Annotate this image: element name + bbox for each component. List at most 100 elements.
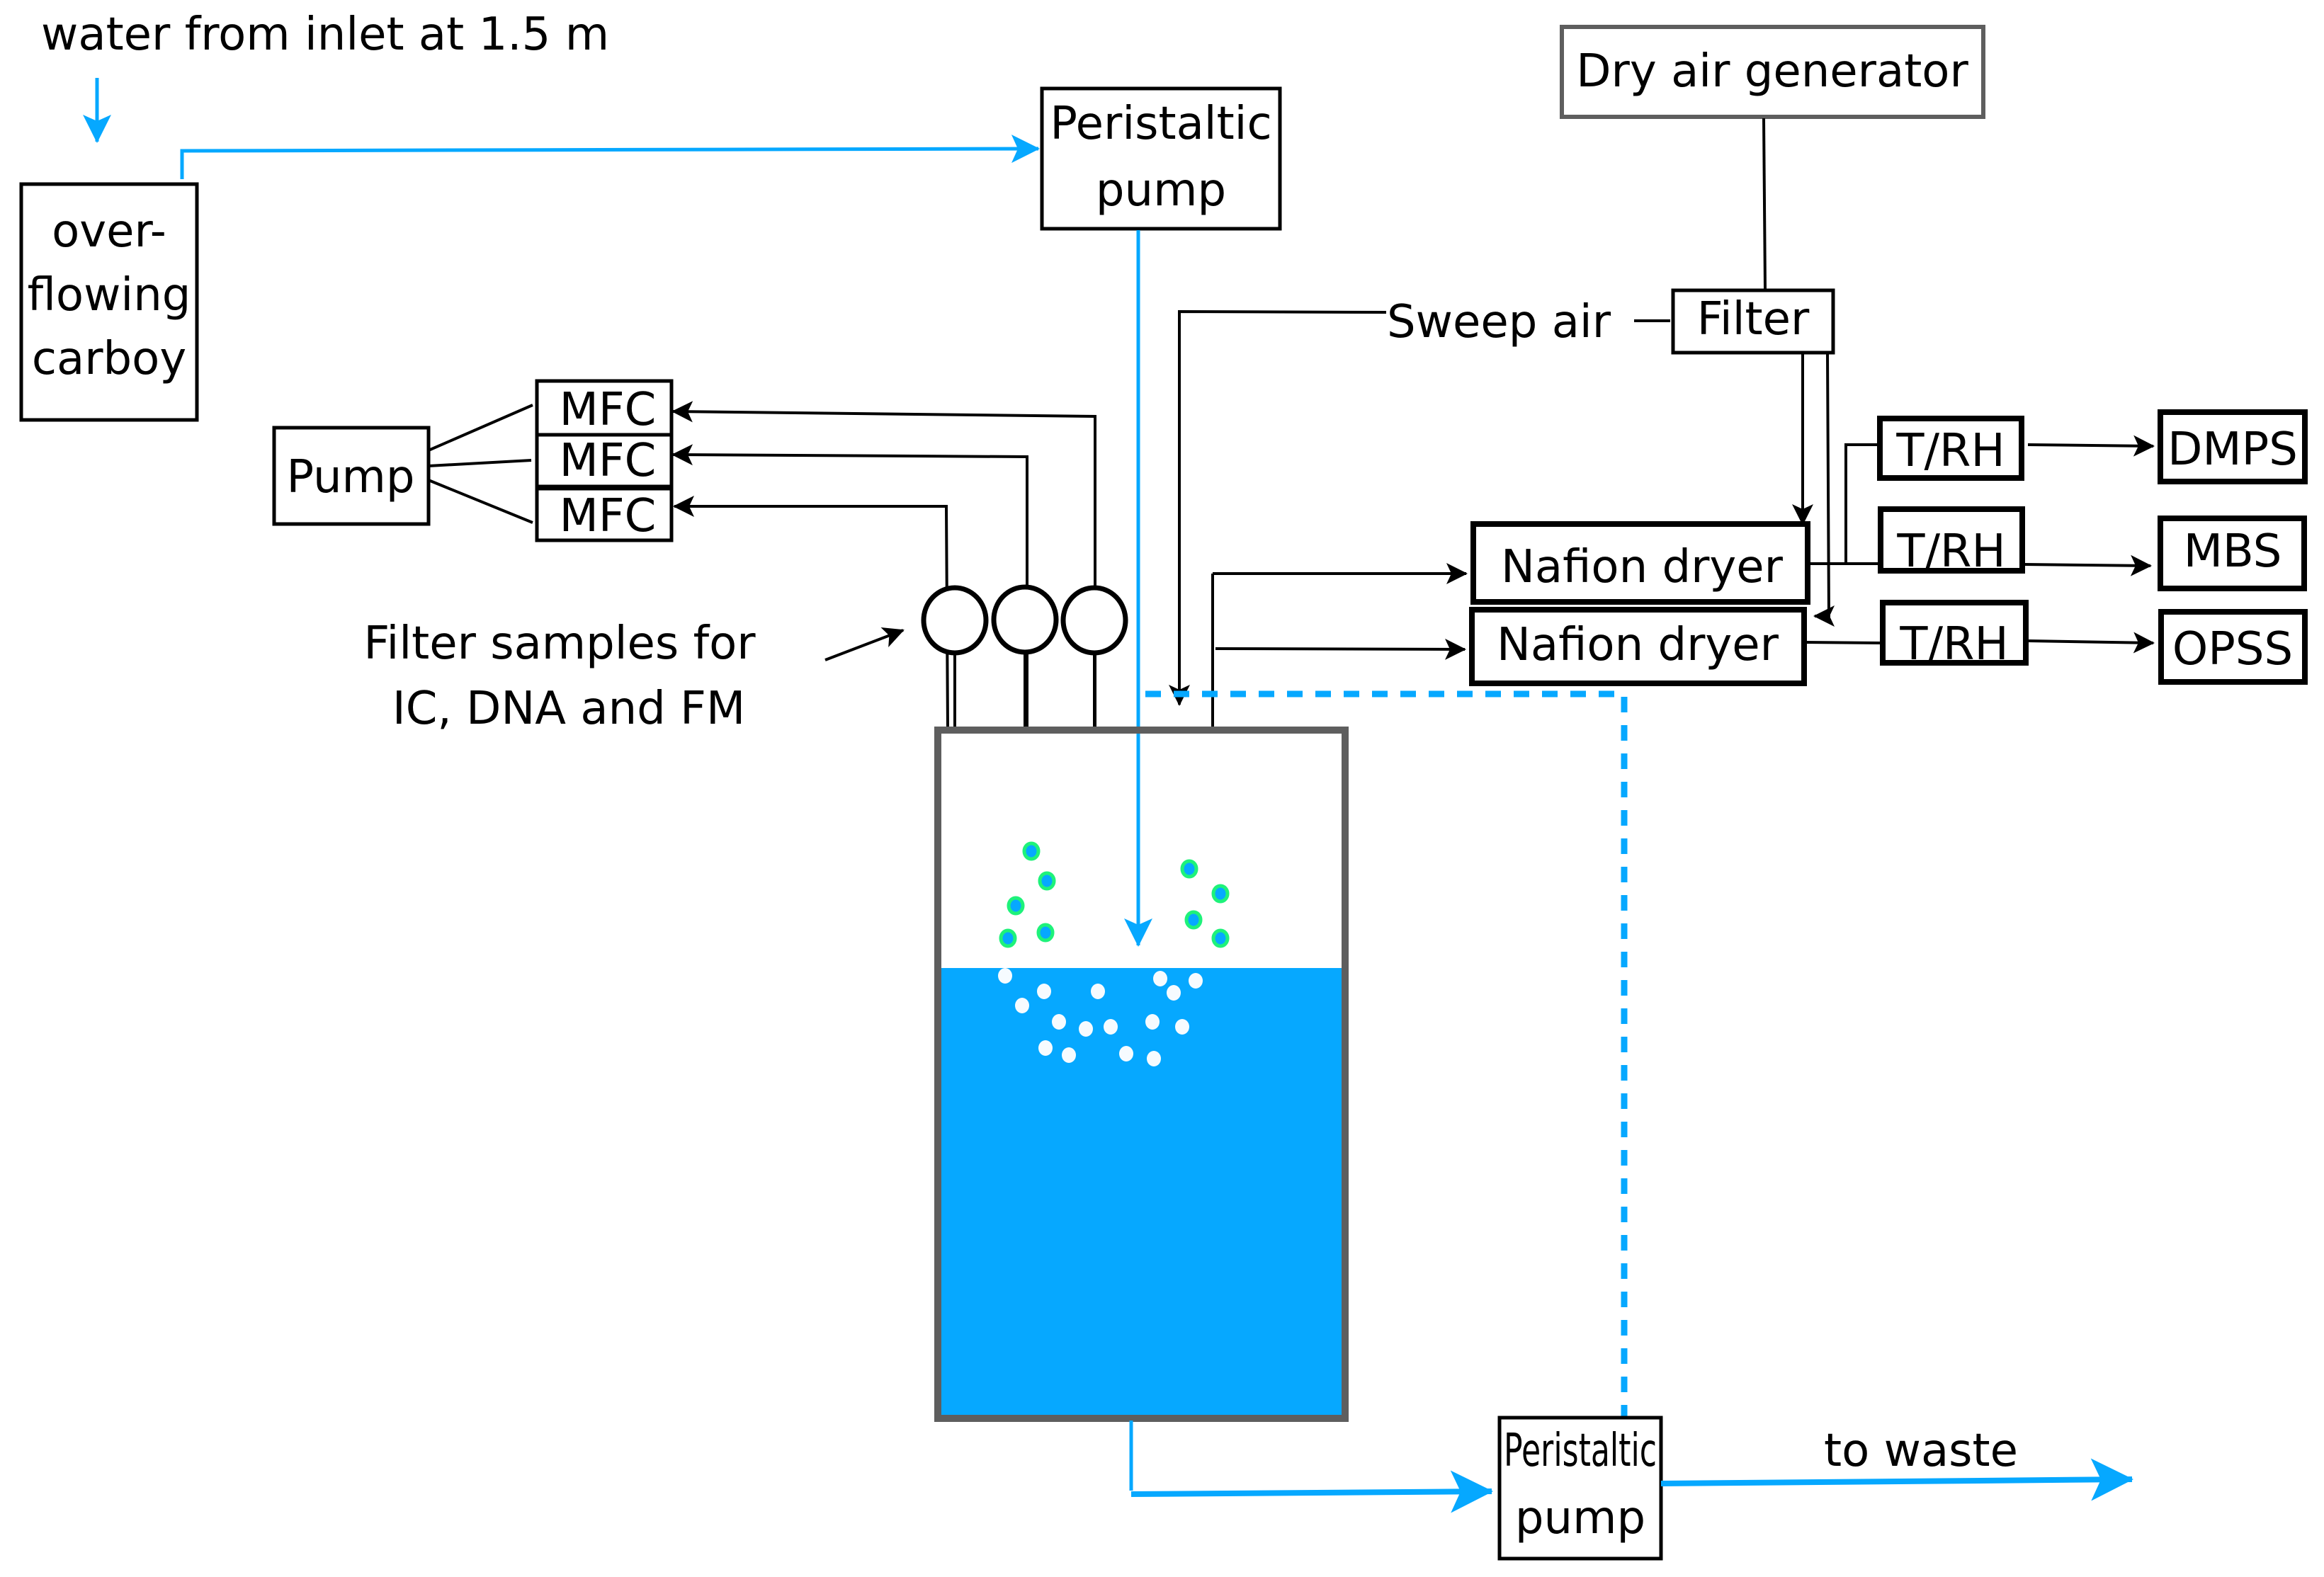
water-line-tank-to-bottom-pump xyxy=(1130,1470,1493,1513)
aerosol-particle xyxy=(1007,896,1025,916)
aerosol-particle xyxy=(1211,884,1230,904)
line-filter-to-nafion-2 xyxy=(1813,352,1835,627)
bubble xyxy=(1091,984,1105,999)
bubble xyxy=(1147,1051,1161,1066)
mfc-2-label: MFC xyxy=(560,435,657,487)
bubble xyxy=(1052,1014,1066,1030)
bubbles xyxy=(998,968,1203,1066)
mfc-3[interactable]: MFC xyxy=(535,486,674,542)
aerosol-particle xyxy=(1211,928,1230,948)
aerosol-particle xyxy=(1180,859,1198,879)
instrument-opss[interactable]: OPSS xyxy=(2158,609,2308,685)
mfc-3-box[interactable] xyxy=(535,486,674,542)
mfc-2-box[interactable] xyxy=(535,433,674,489)
line-filter-3-to-mfc-1 xyxy=(671,401,1096,729)
instrument-mbs[interactable]: MBS xyxy=(2158,516,2307,591)
dmps-box[interactable] xyxy=(2158,409,2308,484)
mfc-1[interactable]: MFC xyxy=(535,379,674,437)
carboy-label-1: over- xyxy=(52,205,166,258)
bubble xyxy=(1037,984,1051,999)
filter-label: Filter xyxy=(1697,293,1810,346)
dry-air-generator[interactable]: Dry air generator xyxy=(1560,25,1985,119)
bubble xyxy=(1104,1019,1118,1035)
nafion-dryer-1-box[interactable] xyxy=(1470,521,1810,605)
peristaltic-pump-top[interactable]: Peristaltic pump xyxy=(1040,86,1282,231)
water-source-label: water from inlet at 1.5 m xyxy=(41,8,609,61)
peristaltic-pump-top-label-1: Peristaltic xyxy=(1050,98,1271,150)
line-nafion-1-to-trh-1 xyxy=(1844,443,1878,564)
mfc-1-box[interactable] xyxy=(535,379,674,437)
bubble xyxy=(1038,1040,1053,1056)
peristaltic-pump-bottom[interactable]: Peristaltic pump xyxy=(1497,1416,1663,1561)
filter-holder-1[interactable] xyxy=(921,585,989,656)
filter-samples-label-2: IC, DNA and FM xyxy=(392,683,745,735)
pump-box[interactable] xyxy=(272,426,431,526)
trh-sensor-1[interactable]: T/RH xyxy=(1877,416,2024,481)
peristaltic-pump-top-box[interactable] xyxy=(1040,86,1282,231)
line-pump-mfc-2 xyxy=(428,459,532,467)
aerosol-particles xyxy=(999,841,1230,948)
nafion-dryer-2-box[interactable] xyxy=(1469,607,1807,686)
peristaltic-pump-bottom-box[interactable] xyxy=(1497,1416,1663,1561)
aerosol-particle xyxy=(1036,923,1055,943)
trh-sensor-3[interactable]: T/RH xyxy=(1880,600,2029,671)
instrument-dmps[interactable]: DMPS xyxy=(2158,409,2308,484)
dmps-label: DMPS xyxy=(2167,423,2298,476)
dry-air-generator-label: Dry air generator xyxy=(1576,45,1968,98)
bubble xyxy=(1145,1014,1160,1030)
to-waste-label: to waste xyxy=(1824,1425,2018,1477)
filter-box[interactable] xyxy=(1671,288,1835,355)
overflowing-carboy[interactable]: over- flowing carboy xyxy=(19,182,199,422)
carboy-label-3: carboy xyxy=(32,333,186,385)
carboy-label-2: flowing xyxy=(28,269,191,321)
nafion-dryer-2[interactable]: Nafion dryer xyxy=(1469,607,1807,686)
tank-wall xyxy=(934,727,1349,1422)
line-pump-mfc-1 xyxy=(428,404,533,452)
aerosol-particle xyxy=(1022,841,1041,861)
line-pump-mfc-3 xyxy=(428,479,533,524)
opss-label: OPSS xyxy=(2172,623,2293,676)
peristaltic-pump-bottom-label-1: Peristaltic xyxy=(1504,1425,1657,1477)
line-nafion-2-to-trh-3 xyxy=(1803,641,1882,644)
bubble xyxy=(1079,1021,1093,1037)
pump[interactable]: Pump xyxy=(272,426,431,526)
trh-3-box[interactable] xyxy=(1880,600,2029,666)
carboy-box[interactable] xyxy=(19,182,199,422)
sweep-air-line-to-tank xyxy=(1169,309,1387,706)
bubble xyxy=(1189,973,1203,989)
line-filter-1-to-mfc-3 xyxy=(673,496,949,730)
nafion-dryer-1-label: Nafion dryer xyxy=(1501,541,1784,593)
filter-samples-pointer-arrow xyxy=(824,627,905,661)
nafion-dryer-1[interactable]: Nafion dryer xyxy=(1470,521,1810,605)
opss-box[interactable] xyxy=(2158,609,2308,685)
mfc-1-label: MFC xyxy=(560,384,657,436)
sea-spray-tank xyxy=(934,727,1349,1422)
aerosol-particle xyxy=(1038,871,1056,891)
tank-water xyxy=(940,968,1343,1416)
bubble xyxy=(1153,971,1167,986)
water-line-carboy-to-pump xyxy=(180,135,1040,179)
bubble xyxy=(998,968,1012,984)
peristaltic-pump-top-label-2: pump xyxy=(1096,164,1226,217)
dry-air-generator-box[interactable] xyxy=(1560,25,1985,119)
mfc-2[interactable]: MFC xyxy=(535,433,674,489)
trh-2-box[interactable] xyxy=(1878,506,2025,574)
trh-1-label: T/RH xyxy=(1895,425,2005,477)
filter-samples-label-1: Filter samples for xyxy=(363,617,756,670)
peristaltic-pump-bottom-label-2: pump xyxy=(1515,1492,1645,1544)
line-trh-1-to-dmps xyxy=(2027,435,2155,457)
trh-sensor-2[interactable]: T/RH xyxy=(1878,506,2025,578)
sweep-air-label: Sweep air xyxy=(1387,296,1611,348)
pump-label: Pump xyxy=(287,451,415,503)
filter-holder-2[interactable] xyxy=(991,584,1059,655)
filter[interactable]: Filter xyxy=(1671,288,1835,355)
bubble xyxy=(1062,1047,1076,1063)
filter-holder-3[interactable] xyxy=(1060,585,1128,656)
line-generator-to-filter xyxy=(1762,118,1767,290)
mbs-box[interactable] xyxy=(2158,516,2307,591)
bubble xyxy=(1119,1046,1133,1061)
nafion-dryer-2-label: Nafion dryer xyxy=(1497,619,1779,671)
trh-1-box[interactable] xyxy=(1877,416,2024,481)
trh-2-label: T/RH xyxy=(1896,525,2005,578)
